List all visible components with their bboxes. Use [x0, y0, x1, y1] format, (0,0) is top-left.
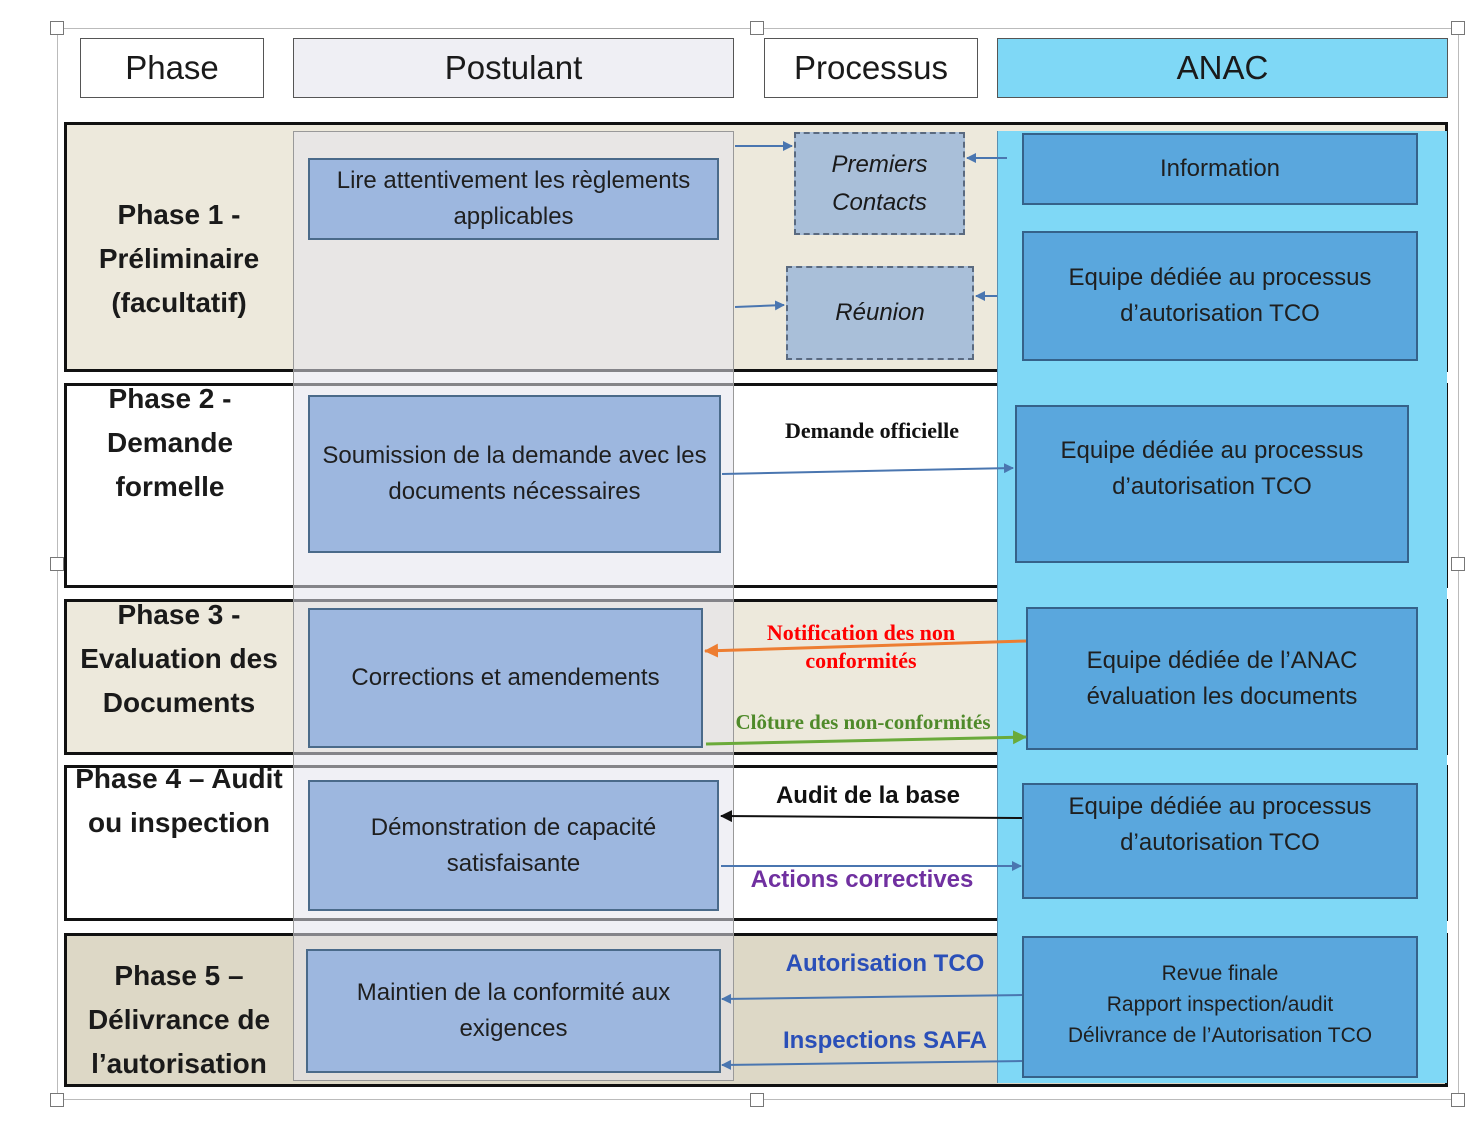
phase1-label-line: Préliminaire	[98, 243, 260, 274]
box-line: Premiers	[831, 150, 928, 178]
header-phase: Phase	[80, 38, 264, 98]
arrow-demande-officielle	[721, 463, 1014, 475]
label-notification: Notification des non conformités	[736, 619, 986, 675]
box-line: Equipe dédiée au processus	[1060, 437, 1364, 464]
label-inspections-safa: Inspections SAFA	[782, 1027, 988, 1054]
box-line: exigences	[459, 1015, 568, 1042]
phase5-label: Phase 5 – Délivrance de l’autorisation	[68, 953, 290, 1087]
phase3-postulant-box: Corrections et amendements	[308, 608, 703, 748]
box-line: applicables	[453, 203, 574, 230]
phase1-label-line: Phase 1 -	[117, 199, 241, 230]
box-line: d’autorisation TCO	[1120, 829, 1320, 856]
box-line: d’autorisation TCO	[1112, 473, 1312, 500]
box-line: Equipe dédiée au processus	[1068, 793, 1372, 820]
phase5-label-line: Délivrance de	[87, 1004, 271, 1035]
box-line: Rapport inspection/audit	[1106, 993, 1334, 1016]
phase4-label-line: ou inspection	[88, 807, 270, 838]
phase3-label-line: Documents	[102, 687, 256, 718]
phase2-label-line: Phase 2 -	[108, 383, 232, 414]
box-line: Revue finale	[1161, 962, 1279, 985]
box-line: Information	[1159, 155, 1281, 182]
phase3-label-line: Phase 3 -	[117, 599, 241, 630]
phase3-label-line: Evaluation des	[80, 643, 278, 674]
phase4-label: Phase 4 – Audit ou inspection	[68, 756, 290, 846]
box-line: Equipe dédiée au processus	[1068, 264, 1372, 291]
arrow-cloture	[705, 730, 1027, 746]
label-autorisation-tco: Autorisation TCO	[785, 950, 985, 977]
box-line: Maintien de la conformité aux	[356, 979, 671, 1006]
arrow-safa	[721, 1059, 1023, 1070]
box-line: Lire attentivement les règlements	[336, 167, 691, 194]
phase2-label-line: formelle	[115, 471, 225, 502]
reunion-box: Réunion	[786, 266, 974, 360]
arrow-audit	[720, 810, 1023, 823]
resize-handle-top-left[interactable]	[50, 21, 64, 35]
header-processus: Processus	[764, 38, 978, 98]
resize-handle-middle-left[interactable]	[50, 557, 64, 571]
resize-handle-bottom-right[interactable]	[1451, 1093, 1465, 1107]
box-line: Réunion	[835, 299, 925, 326]
arrow-notification	[704, 639, 1027, 658]
resize-handle-bottom-left[interactable]	[50, 1093, 64, 1107]
resize-handle-top-center[interactable]	[750, 21, 764, 35]
phase4-postulant-box: Démonstration de capacité satisfaisante	[308, 780, 719, 911]
phase3-anac-team: Equipe dédiée de l’ANAC évaluation les d…	[1026, 607, 1418, 750]
phase5-label-line: Phase 5 –	[114, 960, 244, 991]
label-actions-correctives: Actions correctives	[750, 866, 974, 893]
premiers-contacts-box: Premiers Contacts	[794, 132, 965, 235]
box-line: Soumission de la demande avec les	[322, 442, 707, 469]
phase5-anac-box: Revue finale Rapport inspection/audit Dé…	[1022, 936, 1418, 1078]
arrow-to-reunion	[734, 300, 785, 311]
box-line: documents nécessaires	[388, 478, 641, 505]
header-anac: ANAC	[997, 38, 1448, 98]
box-line: d’autorisation TCO	[1120, 300, 1320, 327]
postulant-column	[293, 131, 734, 1081]
box-line: évaluation les documents	[1086, 682, 1358, 710]
resize-handle-top-right[interactable]	[1451, 21, 1465, 35]
phase5-postulant-box: Maintien de la conformité aux exigences	[306, 949, 721, 1073]
box-line: Corrections et amendements	[351, 664, 660, 691]
phase3-label: Phase 3 - Evaluation des Documents	[68, 592, 290, 726]
label-demande-officielle: Demande officielle	[784, 418, 960, 443]
header-postulant: Postulant	[293, 38, 734, 98]
phase1-label: Phase 1 - Préliminaire (facultatif)	[68, 192, 290, 326]
box-line: Equipe dédiée de l’ANAC	[1086, 646, 1358, 674]
arrow-autorisation	[721, 993, 1023, 1004]
phase2-label-line: Demande	[106, 427, 234, 458]
phase2-postulant-box: Soumission de la demande avec les docume…	[308, 395, 721, 553]
phase5-label-line: l’autorisation	[91, 1048, 267, 1079]
label-cloture: Clôture des non-conformités	[735, 710, 991, 734]
phase1-postulant-box: Lire attentivement les règlements applic…	[308, 158, 719, 240]
phase2-label: Phase 2 - Demande formelle	[68, 376, 272, 510]
phase1-label-line: (facultatif)	[111, 287, 247, 318]
resize-handle-middle-right[interactable]	[1451, 557, 1465, 571]
box-line: Démonstration de capacité	[370, 813, 657, 841]
label-line: Notification des non	[766, 620, 956, 645]
phase1-anac-information: Information	[1022, 133, 1418, 205]
box-line: Contacts	[832, 188, 927, 216]
phase2-anac-team: Equipe dédiée au processus d’autorisatio…	[1015, 405, 1409, 563]
phase1-anac-team: Equipe dédiée au processus d’autorisatio…	[1022, 231, 1418, 361]
label-audit-base: Audit de la base	[775, 782, 961, 809]
label-line: conformités	[805, 648, 917, 673]
phase4-anac-team: Equipe dédiée au processus d’autorisatio…	[1022, 783, 1418, 899]
resize-handle-bottom-center[interactable]	[750, 1093, 764, 1107]
phase4-label-line: Phase 4 – Audit	[75, 763, 283, 794]
box-line: satisfaisante	[446, 849, 581, 877]
box-line: Délivrance de l’Autorisation TCO	[1067, 1024, 1373, 1047]
